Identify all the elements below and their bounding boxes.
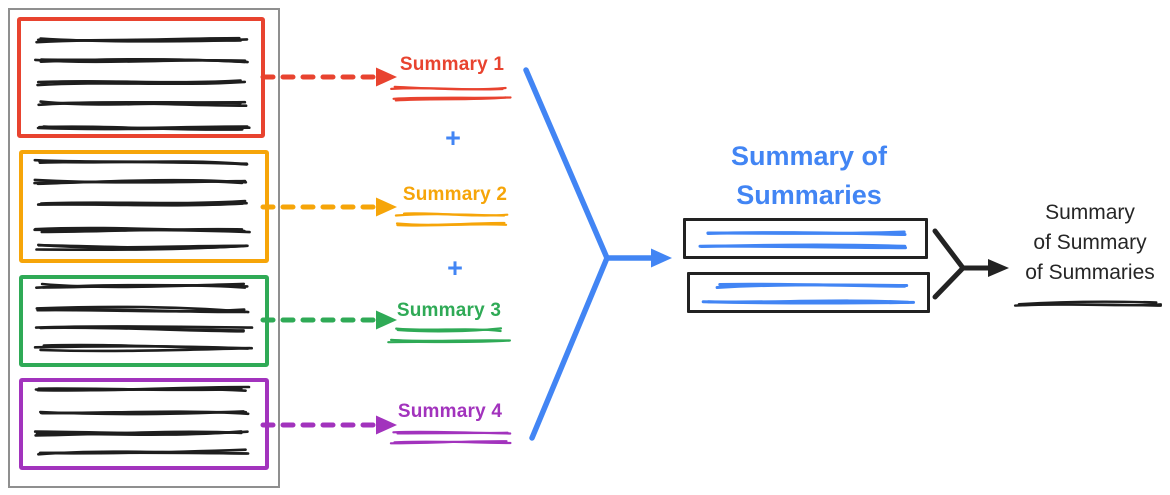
summary-of-summaries-box-2: [687, 272, 930, 313]
final-summary-scribble: [1019, 303, 1162, 307]
summary-text-scribble: [394, 96, 507, 102]
summary-3-label: Summary 3: [396, 300, 502, 321]
summary-of-summaries-title-line2: Summaries: [736, 180, 882, 210]
document-chunk-orange-box: [19, 150, 269, 263]
summary-text-scribble: [396, 431, 509, 435]
summary-text-scribble: [390, 87, 504, 91]
summary-of-summaries-title-line1: Summary of: [730, 141, 888, 171]
merge-arrowhead-icon: [651, 248, 672, 268]
summary-text-scribble: [396, 327, 503, 333]
plus-sign-1: +: [445, 123, 461, 153]
summary-text-scribble: [395, 327, 502, 333]
final-summary-line2: of Summary: [1033, 231, 1147, 254]
summary-of-summaries-title: Summary of Summaries: [689, 137, 929, 215]
summary-1-label: Summary 1: [399, 54, 505, 75]
summary-text-scribble: [389, 440, 508, 445]
summary-text-scribble: [390, 338, 510, 343]
document-chunk-green-box: [19, 275, 269, 367]
summary-text-scribble: [392, 96, 512, 100]
summary-text-scribble: [392, 430, 512, 435]
summary-text-scribble: [402, 212, 509, 217]
summary-text-scribble: [395, 221, 506, 226]
summary-4-label: Summary 4: [397, 401, 503, 422]
document-chunk-red-box: [17, 17, 265, 138]
summary-text-scribble: [393, 440, 512, 445]
merge-line-bottom: [529, 255, 610, 441]
summary-text-scribble: [393, 85, 507, 91]
document-chunk-purple-box: [19, 378, 269, 470]
final-merge-line-top: [932, 228, 966, 271]
summary-2-label: Summary 2: [402, 184, 508, 205]
final-summary-line3: of Summaries: [1025, 261, 1155, 284]
final-summary-line1: Summary: [1045, 201, 1135, 224]
document-stack: [8, 8, 280, 488]
merge-line-top: [523, 67, 610, 261]
final-summary-scribble: [1013, 303, 1162, 307]
summary-text-scribble: [387, 339, 511, 344]
final-merge-line-bottom: [932, 265, 966, 300]
final-summary-scribble: [1017, 300, 1158, 306]
summary-text-scribble: [396, 223, 508, 227]
summary-of-summaries-box-1: [683, 218, 928, 259]
summary-text-scribble: [394, 213, 506, 217]
plus-sign-2: +: [447, 253, 463, 283]
final-summary-label: Summary of Summary of Summaries: [1004, 198, 1170, 288]
